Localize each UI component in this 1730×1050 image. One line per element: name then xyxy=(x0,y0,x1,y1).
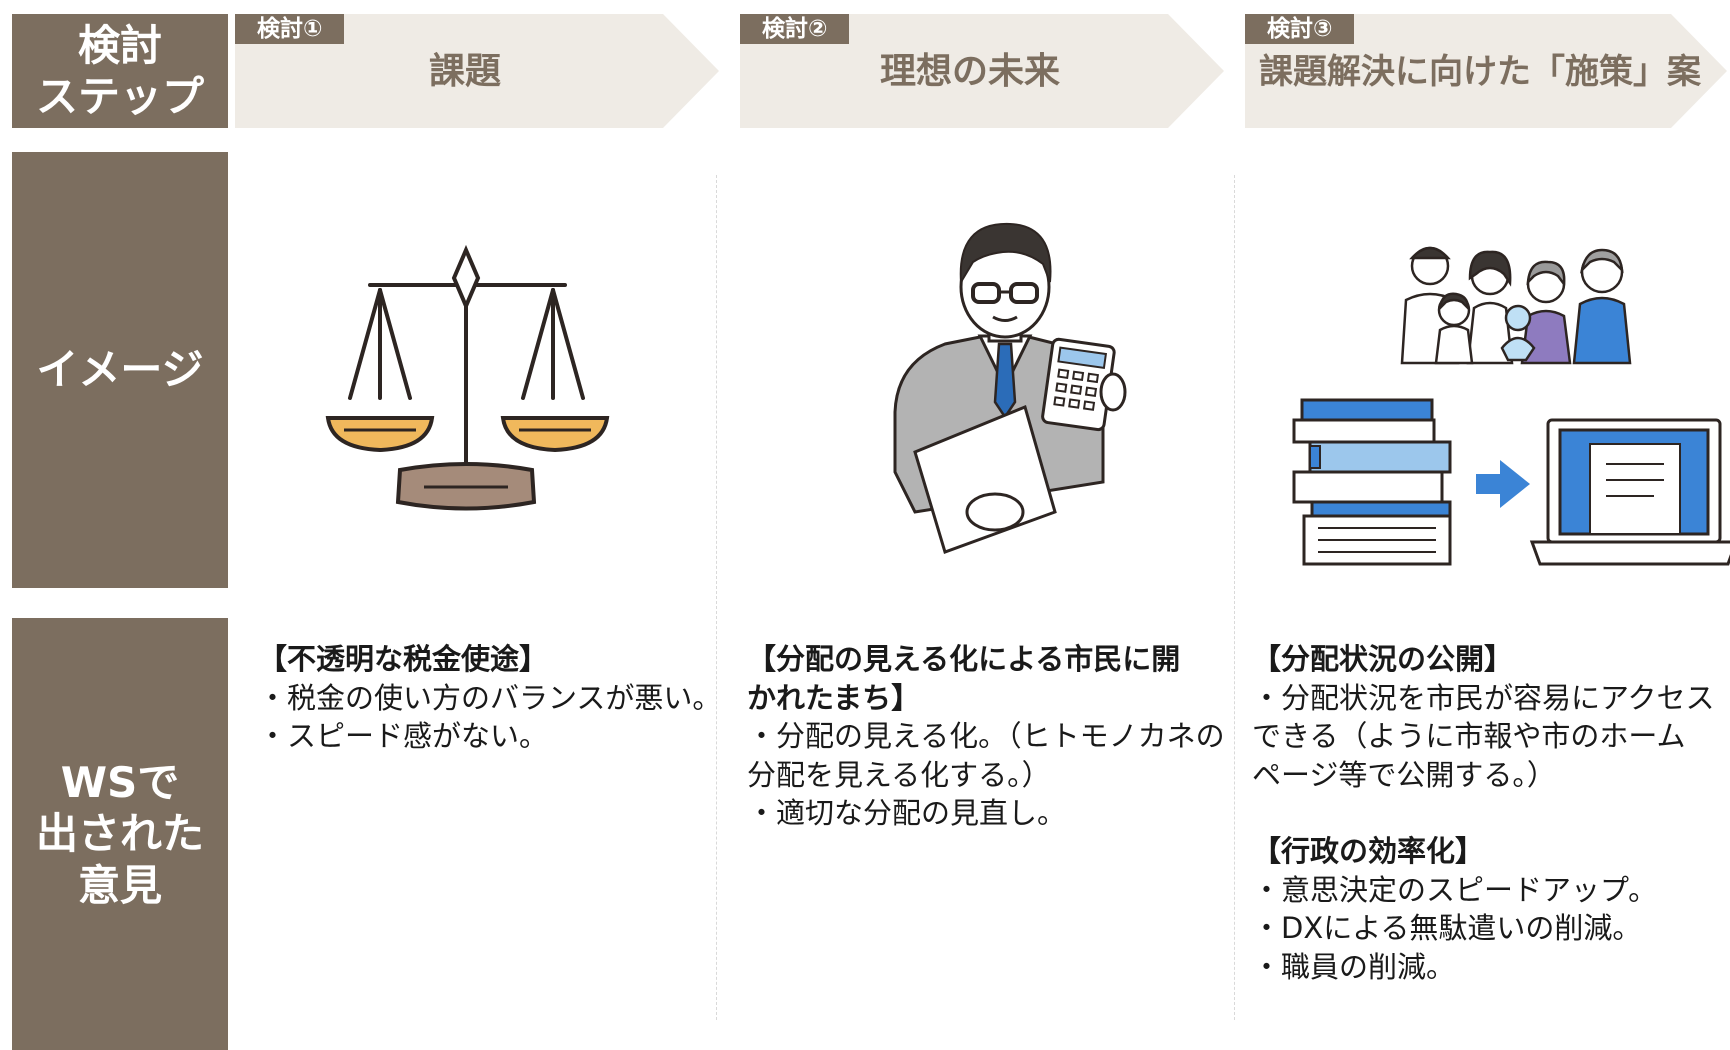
opinion-2-bullet-2: ・適切な分配の見直し。 xyxy=(747,796,1067,830)
label-opinions-line2: 出された xyxy=(35,809,204,859)
label-image-text: イメージ xyxy=(36,345,204,395)
opinion-3-bullet-2: ・意思決定のスピードアップ。 xyxy=(1252,872,1658,907)
opinion-2: 【分配の見える化による市民に開 かれたまち】 ・分配の見える化。（ヒトモノカネの… xyxy=(747,640,1225,833)
opinion-3: 【分配状況の公開】 ・分配状況を市民が容易にアクセス できる（ように市報や市のホ… xyxy=(1252,640,1715,986)
opinion-1-bullet-2: ・スピード感がない。 xyxy=(258,719,549,753)
opinion-2-heading-line2: かれたまち】 xyxy=(747,680,921,715)
column-divider-2 xyxy=(1234,175,1235,1020)
label-opinions-line1: WSで xyxy=(60,758,180,808)
step-3-tag: 検討③ xyxy=(1245,14,1355,44)
opinion-1-bullet-1: ・税金の使い方のバランスが悪い。 xyxy=(258,680,722,715)
label-steps: 検討 ステップ xyxy=(12,14,228,128)
family-icon xyxy=(1400,246,1632,365)
opinion-3-bullet-1-cont2: ページ等で公開する。） xyxy=(1252,757,1556,792)
step-1-tag: 検討① xyxy=(235,14,345,44)
step-2-title: 理想の未来 xyxy=(879,51,1060,92)
label-image: イメージ xyxy=(12,152,228,588)
family-documents-laptop-icon xyxy=(1292,246,1730,566)
documents-stack-icon xyxy=(1292,398,1452,566)
opinion-1: 【不透明な税金使途】 ・税金の使い方のバランスが悪い。 ・スピード感がない。 xyxy=(258,640,721,756)
column-divider-1 xyxy=(716,175,717,1020)
step-3-title: 課題解決に向けた「施策」案 xyxy=(1259,52,1701,92)
label-steps-line2: ステップ xyxy=(35,72,204,121)
opinion-3-heading-2: 【行政の効率化】 xyxy=(1252,834,1485,868)
opinion-3-bullet-3: ・DXによる無駄遣いの削減。 xyxy=(1252,911,1642,945)
step-2: 検討② 理想の未来 xyxy=(740,14,1224,128)
balance-scale-icon xyxy=(325,244,610,511)
opinion-3-bullet-1-cont1: できる（ように市報や市のホーム xyxy=(1252,719,1686,753)
businessman-calculator-icon xyxy=(893,222,1127,554)
opinion-2-bullet-1: ・分配の見える化。（ヒトモノカネの xyxy=(747,719,1225,753)
opinion-2-heading-line1: 【分配の見える化による市民に開 xyxy=(747,642,1181,676)
opinion-3-bullet-4: ・職員の削減。 xyxy=(1252,949,1456,984)
step-3: 検討③ 課題解決に向けた「施策」案 xyxy=(1245,14,1727,128)
step-1-arrow xyxy=(235,14,719,128)
step-1: 検討① 課題 xyxy=(235,14,719,128)
label-opinions: WSで 出された 意見 xyxy=(12,618,228,1050)
step-2-tag: 検討② xyxy=(740,14,850,44)
step-3-arrow xyxy=(1245,14,1727,128)
label-steps-line1: 検討 xyxy=(77,20,162,70)
opinion-3-bullet-1: ・分配状況を市民が容易にアクセス xyxy=(1252,680,1715,715)
opinion-2-bullet-1-cont: 分配を見える化する。） xyxy=(747,757,1051,792)
opinion-3-heading-1: 【分配状況の公開】 xyxy=(1252,642,1514,676)
arrow-right-icon xyxy=(1476,460,1530,508)
opinion-3-spacer xyxy=(1252,794,1715,832)
laptop-icon xyxy=(1529,418,1730,566)
step-1-title: 課題 xyxy=(428,51,501,92)
step-2-arrow xyxy=(740,14,1224,128)
label-opinions-line3: 意見 xyxy=(77,860,162,910)
opinion-1-heading: 【不透明な税金使途】 xyxy=(258,642,549,676)
